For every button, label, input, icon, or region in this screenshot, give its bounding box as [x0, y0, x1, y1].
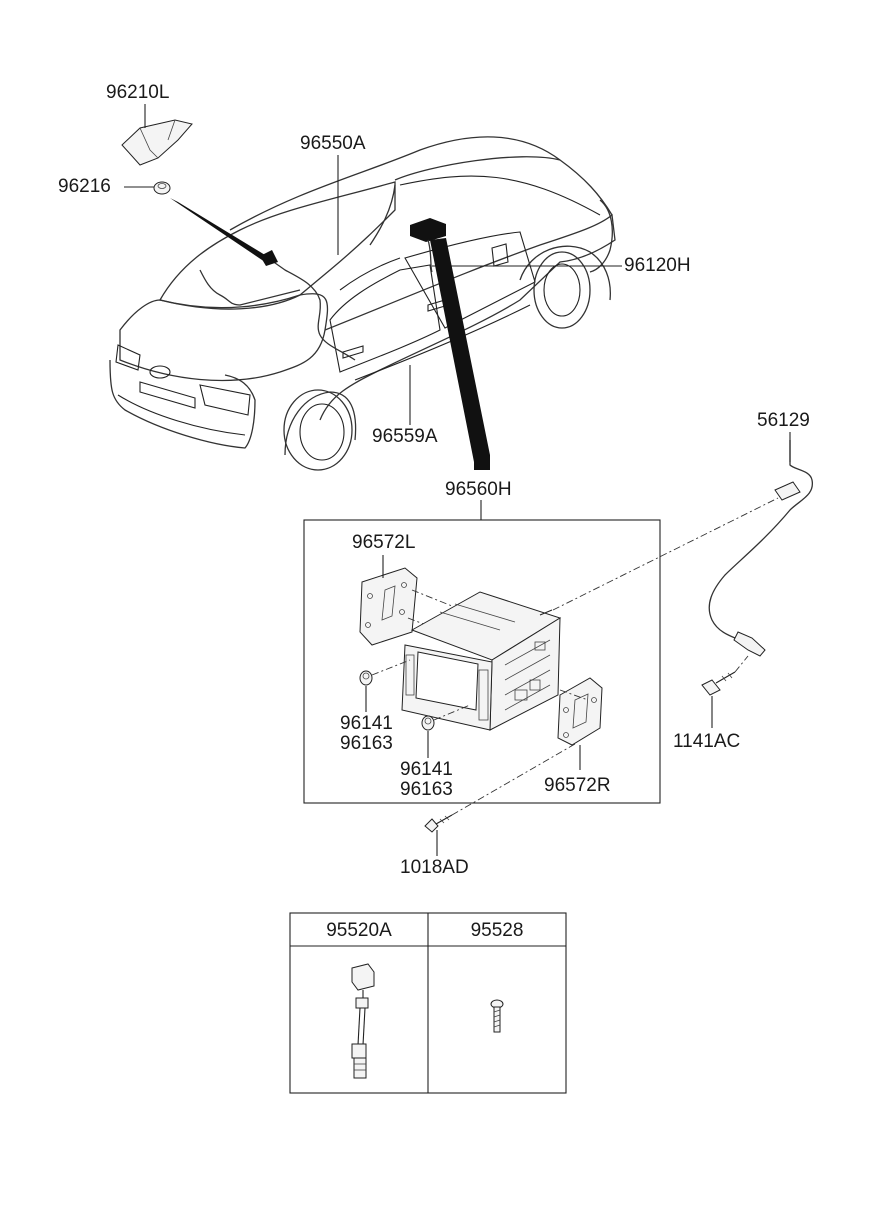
- option-parts-table: [289, 912, 567, 1094]
- antenna-nut-part[interactable]: [153, 181, 171, 195]
- label-96572R: 96572R: [544, 775, 611, 796]
- rear-window-antenna-wire: [199, 269, 301, 306]
- label-96120H: 96120H: [624, 255, 691, 276]
- label-1141AC: 1141AC: [673, 731, 741, 752]
- antenna-feeder-cable: [267, 257, 356, 361]
- label-96163-a: 96163: [340, 733, 393, 754]
- cable-56129-part[interactable]: [708, 440, 813, 657]
- label-1018AD: 1018AD: [400, 857, 469, 878]
- cable-95520A-part[interactable]: [351, 963, 375, 1079]
- label-96141-a: 96141: [340, 713, 393, 734]
- car-body: [109, 136, 616, 471]
- left-bracket-part[interactable]: [359, 567, 418, 646]
- gps-antenna-part[interactable]: [410, 218, 446, 242]
- label-96560H: 96560H: [445, 479, 512, 500]
- label-96572L: 96572L: [352, 532, 416, 553]
- head-unit-part[interactable]: [401, 591, 562, 731]
- label-56129: 56129: [757, 410, 810, 431]
- label-96550A: 96550A: [300, 133, 366, 154]
- nut-96141-b[interactable]: [421, 715, 435, 731]
- headunit-pointer-wedge: [430, 238, 490, 470]
- screw-1018AD-part[interactable]: [424, 814, 453, 833]
- antenna-pointer-wedge: [170, 198, 270, 262]
- label-96163-b: 96163: [400, 779, 453, 800]
- screw-95528-part[interactable]: [490, 999, 504, 1033]
- headunit-assembly-box: [303, 519, 661, 804]
- bolt-1141AC-part[interactable]: [701, 671, 736, 696]
- roof-antenna-part[interactable]: [121, 119, 193, 166]
- table-header-95520A: 95520A: [326, 920, 392, 941]
- table-header-95528: 95528: [470, 920, 524, 941]
- label-96216: 96216: [58, 176, 111, 197]
- label-96559A: 96559A: [372, 426, 438, 447]
- right-bracket-part[interactable]: [557, 677, 603, 746]
- label-96210L: 96210L: [106, 82, 170, 103]
- nut-96141-a[interactable]: [359, 670, 373, 686]
- label-96141-b: 96141: [400, 759, 453, 780]
